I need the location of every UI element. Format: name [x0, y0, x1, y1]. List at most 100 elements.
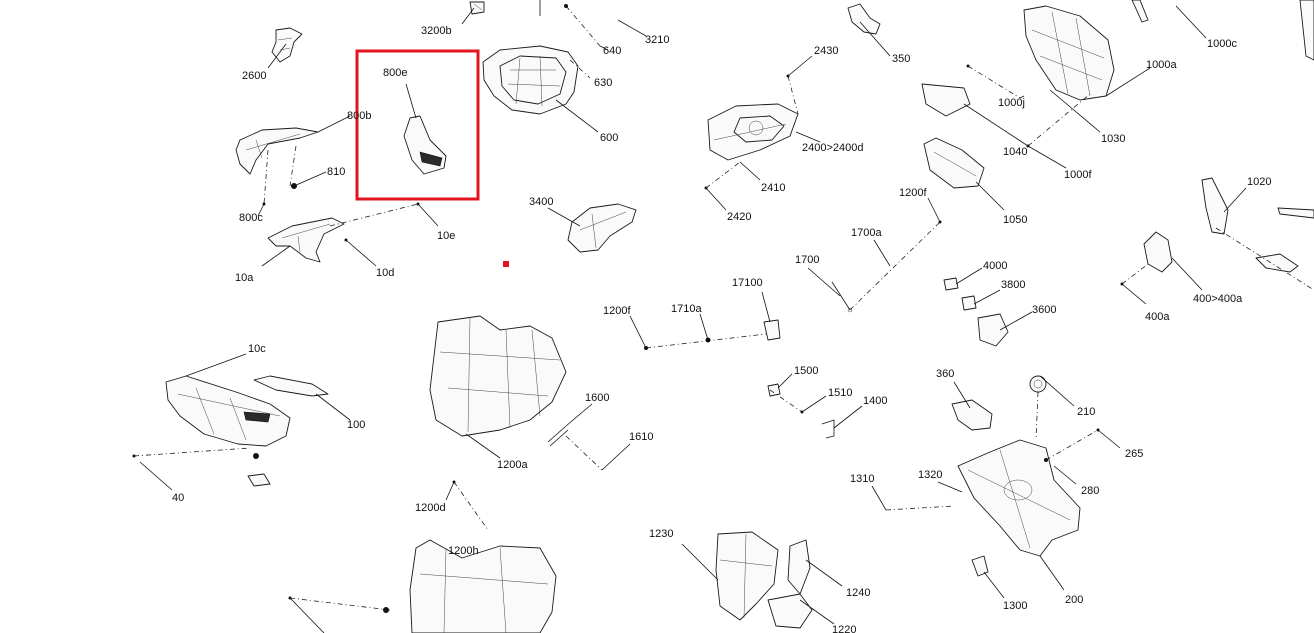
part-1240 [787, 539, 811, 595]
part-1600-spring [547, 425, 569, 447]
part-800b [235, 127, 319, 175]
part-1220 [767, 593, 813, 629]
part-1200a [429, 315, 567, 437]
part-3400 [567, 203, 637, 253]
part-800e [403, 115, 447, 175]
label-2430: 2430 [814, 45, 838, 57]
part-100 [253, 375, 329, 397]
label-280: 280 [1081, 485, 1099, 497]
label-100: 100 [347, 419, 365, 431]
label-1000f: 1000f [1064, 169, 1092, 181]
label-1500: 1500 [794, 365, 818, 377]
part-1700 [831, 281, 853, 313]
label-1200f-right: 1200f [899, 187, 927, 199]
label-1700: 1700 [795, 254, 819, 266]
label-1030: 1030 [1101, 133, 1125, 145]
label-1000c: 1000c [1207, 38, 1237, 50]
label-640: 640 [603, 45, 621, 57]
label-1400: 1400 [863, 395, 887, 407]
label-1000j: 1000j [998, 97, 1025, 109]
part-17100 [763, 319, 781, 341]
label-1320: 1320 [918, 469, 942, 481]
label-3400: 3400 [529, 196, 553, 208]
part-200 [957, 439, 1081, 557]
label-1220: 1220 [832, 624, 856, 633]
label-1020: 1020 [1247, 176, 1271, 188]
part-4000 [943, 277, 959, 291]
label-600: 600 [600, 132, 618, 144]
label-10d: 10d [376, 267, 394, 279]
part-2400 [707, 103, 799, 161]
label-2400: 2400>2400d [802, 142, 863, 154]
label-3800: 3800 [1001, 279, 1025, 291]
label-1300: 1300 [1003, 600, 1027, 612]
part-labels: 3200b 640 3210 630 600 2600 800e 800b 81… [172, 25, 1271, 633]
label-1610: 1610 [629, 431, 653, 443]
part-350 [847, 3, 881, 35]
label-350: 350 [892, 53, 910, 65]
label-40: 40 [172, 492, 184, 504]
label-360: 360 [936, 368, 954, 380]
label-400-400a: 400>400a [1193, 293, 1243, 305]
label-400a: 400a [1145, 311, 1170, 323]
part-600 [482, 45, 579, 115]
part-3800 [961, 295, 977, 311]
label-200: 200 [1065, 594, 1083, 606]
part-1500 [767, 383, 781, 397]
part-400 [1143, 231, 1173, 273]
label-3200b: 3200b [421, 25, 452, 37]
part-3600 [977, 313, 1009, 347]
part-1230 [715, 531, 779, 621]
part-1020 [1201, 177, 1229, 235]
part-2600 [271, 27, 303, 63]
label-1200d: 1200d [415, 502, 446, 514]
label-4000: 4000 [983, 260, 1007, 272]
label-1000a: 1000a [1146, 59, 1177, 71]
part-1400 [821, 419, 835, 439]
label-1600: 1600 [585, 392, 609, 404]
fastener-dots [132, 4, 1124, 613]
part-40-bolt [247, 473, 271, 487]
label-2410: 2410 [761, 182, 785, 194]
label-810: 810 [327, 166, 345, 178]
label-2600: 2600 [242, 70, 266, 82]
part-1000a [1023, 5, 1115, 101]
label-10e: 10e [437, 230, 455, 242]
label-1510: 1510 [828, 387, 852, 399]
label-1200h: 1200h [448, 545, 479, 557]
label-1700a: 1700a [851, 227, 882, 239]
label-265: 265 [1125, 448, 1143, 460]
part-10a [267, 217, 345, 263]
part-1020b [1277, 207, 1314, 219]
label-1050: 1050 [1003, 214, 1027, 226]
label-10a: 10a [235, 272, 254, 284]
part-210 [1029, 375, 1047, 393]
part-10c [165, 375, 291, 447]
label-1200f-left: 1200f [603, 305, 631, 317]
label-2420: 2420 [727, 211, 751, 223]
label-630: 630 [594, 77, 612, 89]
label-1710a: 1710a [671, 303, 702, 315]
label-800c: 800c [239, 212, 263, 224]
label-1240: 1240 [846, 587, 870, 599]
label-3600: 3600 [1032, 304, 1056, 316]
part-360 [951, 399, 993, 431]
label-17100: 17100 [732, 277, 763, 289]
part-1000c [1131, 0, 1314, 61]
label-10c: 10c [248, 343, 266, 355]
label-210: 210 [1077, 406, 1095, 418]
part-1200h [409, 539, 557, 633]
label-800b: 800b [347, 110, 371, 122]
part-400-small [1255, 253, 1299, 273]
part-1300 [971, 555, 989, 577]
label-3210: 3210 [645, 34, 669, 46]
part-1040 [921, 83, 971, 117]
part-3200b [469, 1, 485, 15]
part-1050 [923, 137, 985, 189]
highlight-marker [503, 261, 509, 267]
label-1040: 1040 [1003, 146, 1027, 158]
highlight-box [355, 49, 480, 201]
label-800e: 800e [383, 67, 407, 79]
label-1310: 1310 [850, 473, 874, 485]
